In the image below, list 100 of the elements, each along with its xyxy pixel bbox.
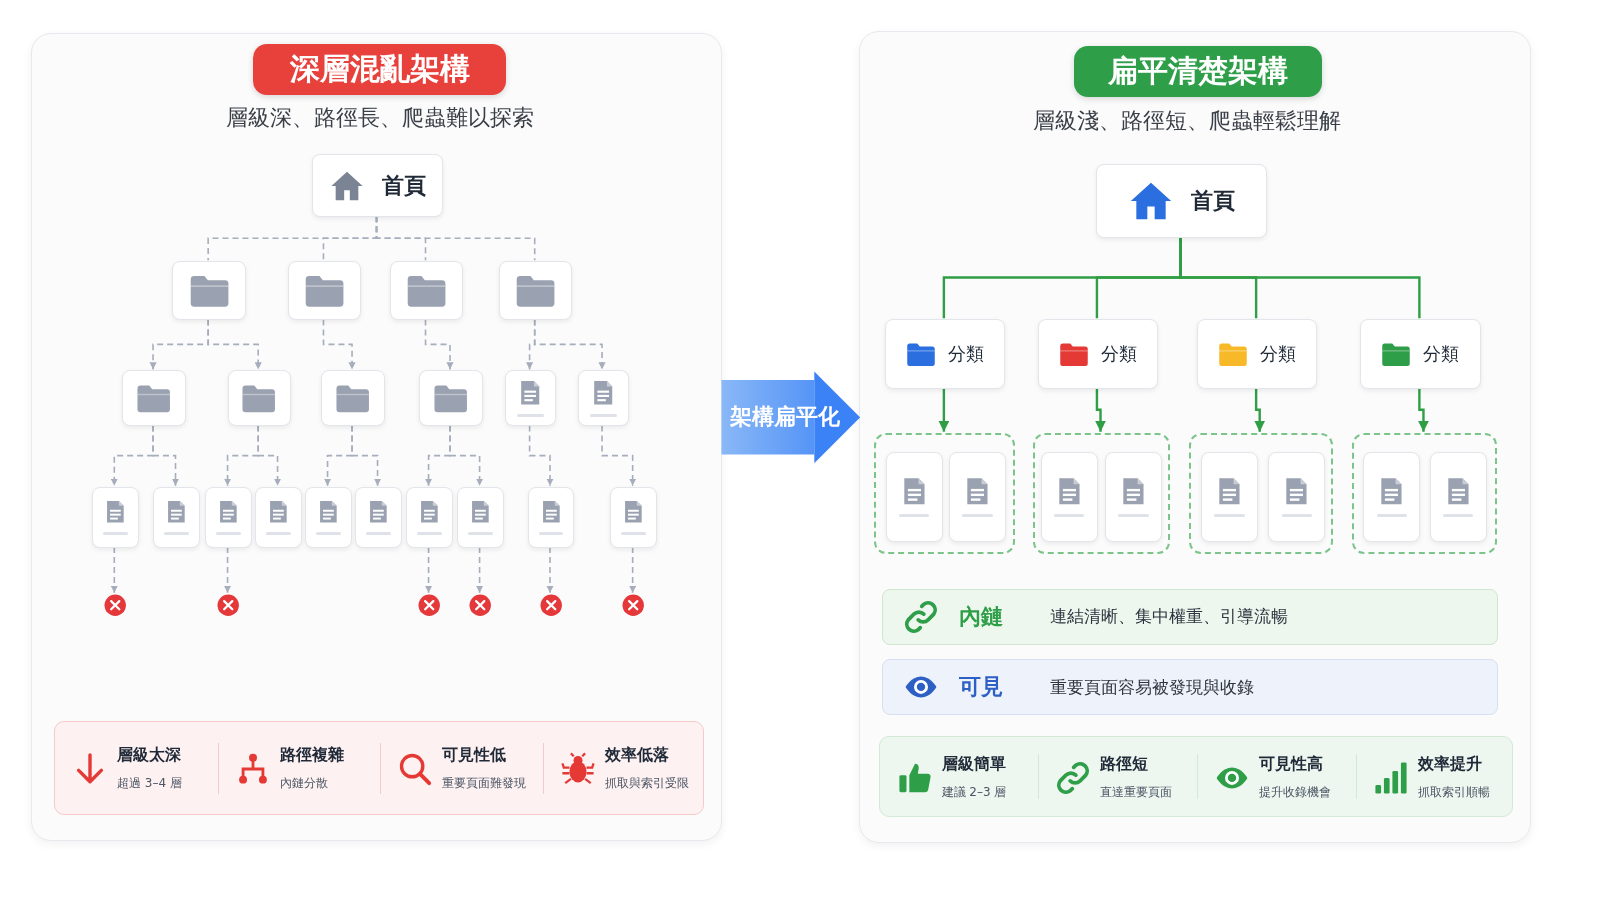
home-card bbox=[1095, 164, 1268, 238]
node-label: 首頁 bbox=[1190, 187, 1235, 215]
arrow bbox=[1254, 387, 1266, 432]
title-text: 扁平清楚架構 bbox=[1108, 51, 1289, 90]
arrow bbox=[351, 424, 382, 487]
group-frame bbox=[1032, 432, 1171, 555]
group-frame bbox=[1188, 432, 1333, 555]
folder-card bbox=[498, 261, 573, 321]
item-title: 效率低落 bbox=[604, 745, 669, 767]
home-card bbox=[312, 154, 443, 218]
folder-card bbox=[227, 370, 291, 427]
arrow bbox=[546, 546, 554, 594]
connector-line bbox=[1179, 236, 1421, 319]
band-title: 可見 bbox=[958, 673, 1004, 702]
arrow bbox=[528, 424, 554, 487]
summary-bar bbox=[54, 721, 705, 816]
arrow bbox=[1095, 387, 1106, 432]
band-text: 連結清晰、集中權重、引導流暢 bbox=[1050, 605, 1289, 629]
arrow bbox=[322, 318, 356, 371]
node-label: 分類 bbox=[1260, 342, 1297, 367]
panel-card bbox=[859, 30, 1531, 843]
document-card bbox=[255, 486, 302, 548]
item-title: 效率提升 bbox=[1417, 753, 1482, 775]
item-text: 超過 3–4 層 bbox=[117, 775, 182, 793]
title-badge bbox=[1074, 45, 1323, 97]
arrow bbox=[152, 424, 180, 487]
item-text: 抓取與索引受限 bbox=[604, 775, 689, 793]
document-card bbox=[610, 486, 658, 548]
arrow bbox=[629, 546, 637, 594]
arrow bbox=[601, 424, 637, 487]
category-card bbox=[1360, 319, 1481, 389]
item-text: 重要頁面難發現 bbox=[442, 775, 527, 793]
document-card bbox=[205, 486, 252, 548]
node-label: 分類 bbox=[1423, 342, 1460, 367]
document-card bbox=[1200, 451, 1259, 542]
document-card bbox=[91, 486, 139, 548]
connector-line bbox=[375, 215, 536, 261]
node-label: 分類 bbox=[947, 342, 984, 367]
group-frame bbox=[1352, 432, 1497, 555]
subtitle: 層級深、路徑長、爬蟲難以探索 bbox=[225, 104, 534, 133]
title-badge bbox=[253, 43, 507, 95]
folder-card bbox=[419, 370, 483, 427]
document-card bbox=[577, 370, 629, 427]
info-band bbox=[881, 588, 1498, 645]
error-icon bbox=[104, 593, 127, 617]
band-text: 重要頁面容易被發現與收錄 bbox=[1050, 675, 1255, 699]
subtitle: 層級淺、路徑短、爬蟲輕鬆理解 bbox=[1032, 107, 1341, 136]
title-text: 深層混亂架構 bbox=[289, 49, 470, 88]
edge-label: 架構扁平化 bbox=[729, 403, 840, 432]
item-text: 提升收錄機會 bbox=[1258, 783, 1331, 801]
arrow bbox=[110, 546, 118, 594]
document-card bbox=[885, 451, 943, 542]
folder-card bbox=[321, 370, 385, 427]
document-card bbox=[305, 486, 352, 548]
document-card bbox=[355, 486, 402, 548]
node-label: 首頁 bbox=[381, 171, 426, 200]
error-icon bbox=[469, 593, 492, 617]
document-card bbox=[457, 486, 505, 548]
document-card bbox=[1268, 451, 1326, 542]
folder-card bbox=[287, 261, 362, 321]
document-card bbox=[1363, 451, 1421, 542]
category-card bbox=[884, 319, 1006, 389]
arrow bbox=[424, 546, 433, 594]
document-card bbox=[505, 370, 557, 427]
item-text: 建議 2–3 層 bbox=[941, 783, 1007, 801]
arrow bbox=[257, 424, 282, 487]
item-text: 直達重要頁面 bbox=[1100, 783, 1173, 801]
item-title: 路徑短 bbox=[1100, 753, 1149, 775]
document-card bbox=[406, 486, 454, 548]
error-icon bbox=[418, 593, 441, 617]
info-band bbox=[881, 659, 1498, 716]
error-icon bbox=[622, 593, 645, 617]
folder-card bbox=[122, 370, 186, 427]
document-card bbox=[1429, 451, 1487, 542]
arrow bbox=[223, 546, 232, 594]
arrow bbox=[207, 318, 262, 371]
arrow bbox=[424, 318, 454, 371]
item-text: 內鏈分散 bbox=[279, 775, 328, 793]
arrow bbox=[1418, 387, 1429, 432]
folder-card bbox=[389, 261, 464, 321]
arrow bbox=[476, 546, 484, 594]
arrow bbox=[449, 424, 484, 487]
node-label: 分類 bbox=[1100, 342, 1137, 367]
item-title: 可見性低 bbox=[442, 745, 507, 767]
error-icon bbox=[539, 593, 563, 617]
process-arrow bbox=[721, 371, 861, 464]
item-title: 層級太深 bbox=[117, 745, 182, 767]
arrow bbox=[533, 318, 606, 371]
panel-card bbox=[30, 32, 723, 841]
document-card bbox=[153, 486, 200, 548]
folder-card bbox=[172, 261, 246, 321]
document-card bbox=[1105, 451, 1163, 542]
error-icon bbox=[217, 593, 240, 617]
item-title: 層級簡單 bbox=[941, 753, 1006, 775]
document-card bbox=[527, 486, 575, 548]
group-frame bbox=[874, 432, 1016, 555]
category-card bbox=[1037, 319, 1159, 389]
item-text: 抓取索引順暢 bbox=[1417, 783, 1490, 801]
item-title: 可見性高 bbox=[1258, 753, 1323, 775]
category-card bbox=[1196, 319, 1318, 389]
